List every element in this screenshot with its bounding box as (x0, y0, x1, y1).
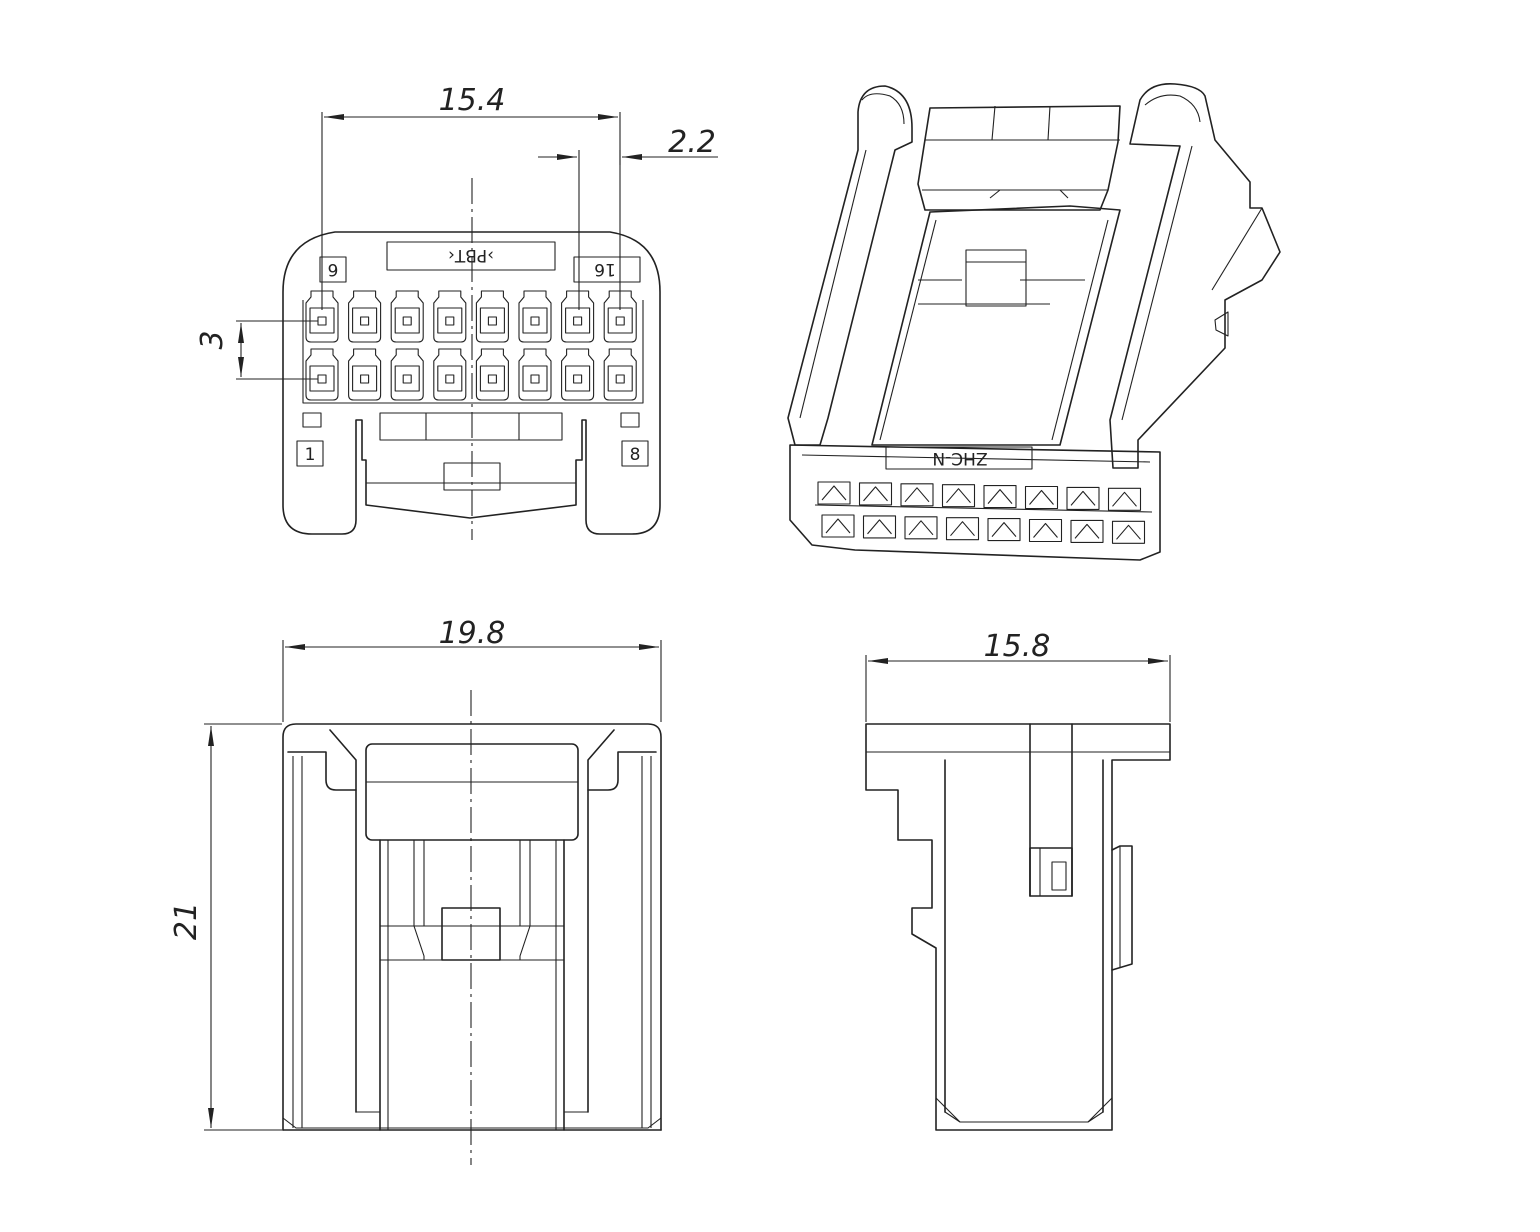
iso-terminal-cavity (941, 484, 976, 508)
iso-terminal-cavity (862, 515, 897, 539)
front-terminal-cavity (475, 348, 509, 401)
front-terminal-cavity (475, 290, 509, 343)
iso-terminal-cavity (987, 518, 1021, 542)
iso-terminal-cavity (858, 482, 893, 506)
iso-terminal-cavity (945, 517, 980, 541)
material-label: ›PBT‹ (448, 245, 494, 265)
dimension-15-4 (321, 112, 621, 310)
iso-terminal-cavity (821, 514, 855, 538)
dimension-2-2 (538, 150, 718, 310)
dimension-19-8-label: 19.8 (439, 616, 506, 651)
dimension-2-2-label: 2.2 (668, 125, 716, 160)
front-terminal-cavity (561, 290, 595, 343)
front-terminal-cavity (603, 348, 637, 401)
iso-terminal-cavity (817, 481, 851, 505)
dimension-21-label: 21 (169, 902, 204, 940)
dimension-21 (204, 723, 282, 1131)
iso-cavity-grid (817, 481, 1146, 544)
iso-terminal-cavity (900, 483, 934, 507)
iso-terminal-cavity (1070, 519, 1104, 543)
dimension-15-8 (865, 655, 1171, 722)
front-view (282, 178, 661, 540)
dimension-15-8-label: 15.8 (984, 629, 1051, 664)
pin-number-label-16: 16 (594, 259, 616, 279)
front-terminal-cavity (305, 348, 339, 401)
front-terminal-cavity (433, 348, 467, 401)
pin-number-label-6: 6 (328, 259, 339, 279)
front-terminal-cavity (390, 348, 424, 401)
iso-terminal-cavity (1028, 518, 1063, 543)
dimension-15-4-label: 15.4 (439, 83, 506, 118)
iso-terminal-cavity (1107, 487, 1142, 511)
iso-terminal-cavity (1024, 485, 1059, 510)
pin-number-label-1: 1 (305, 445, 316, 465)
front-terminal-cavity (518, 348, 552, 401)
front-terminal-cavity (518, 290, 552, 343)
iso-terminal-cavity (983, 485, 1017, 509)
dimension-3-label: 3 (195, 330, 230, 349)
iso-terminal-cavity (1066, 486, 1100, 510)
front-terminal-cavity (561, 348, 595, 401)
front-terminal-cavity (390, 290, 424, 343)
front-terminal-cavity (433, 290, 467, 343)
front-terminal-cavity (348, 348, 382, 401)
pin-number-label-8: 8 (630, 445, 641, 465)
iso-terminal-cavity (1111, 520, 1146, 544)
isometric-view (787, 83, 1281, 561)
dimension-3 (236, 320, 318, 380)
dimension-19-8 (282, 640, 662, 722)
iso-terminal-cavity (904, 516, 938, 540)
side-view (865, 723, 1171, 1131)
front-terminal-cavity (348, 290, 382, 343)
front-cavity-grid (305, 290, 637, 401)
top-view (282, 690, 662, 1165)
iso-marking-label: ZHC-N (932, 448, 987, 468)
